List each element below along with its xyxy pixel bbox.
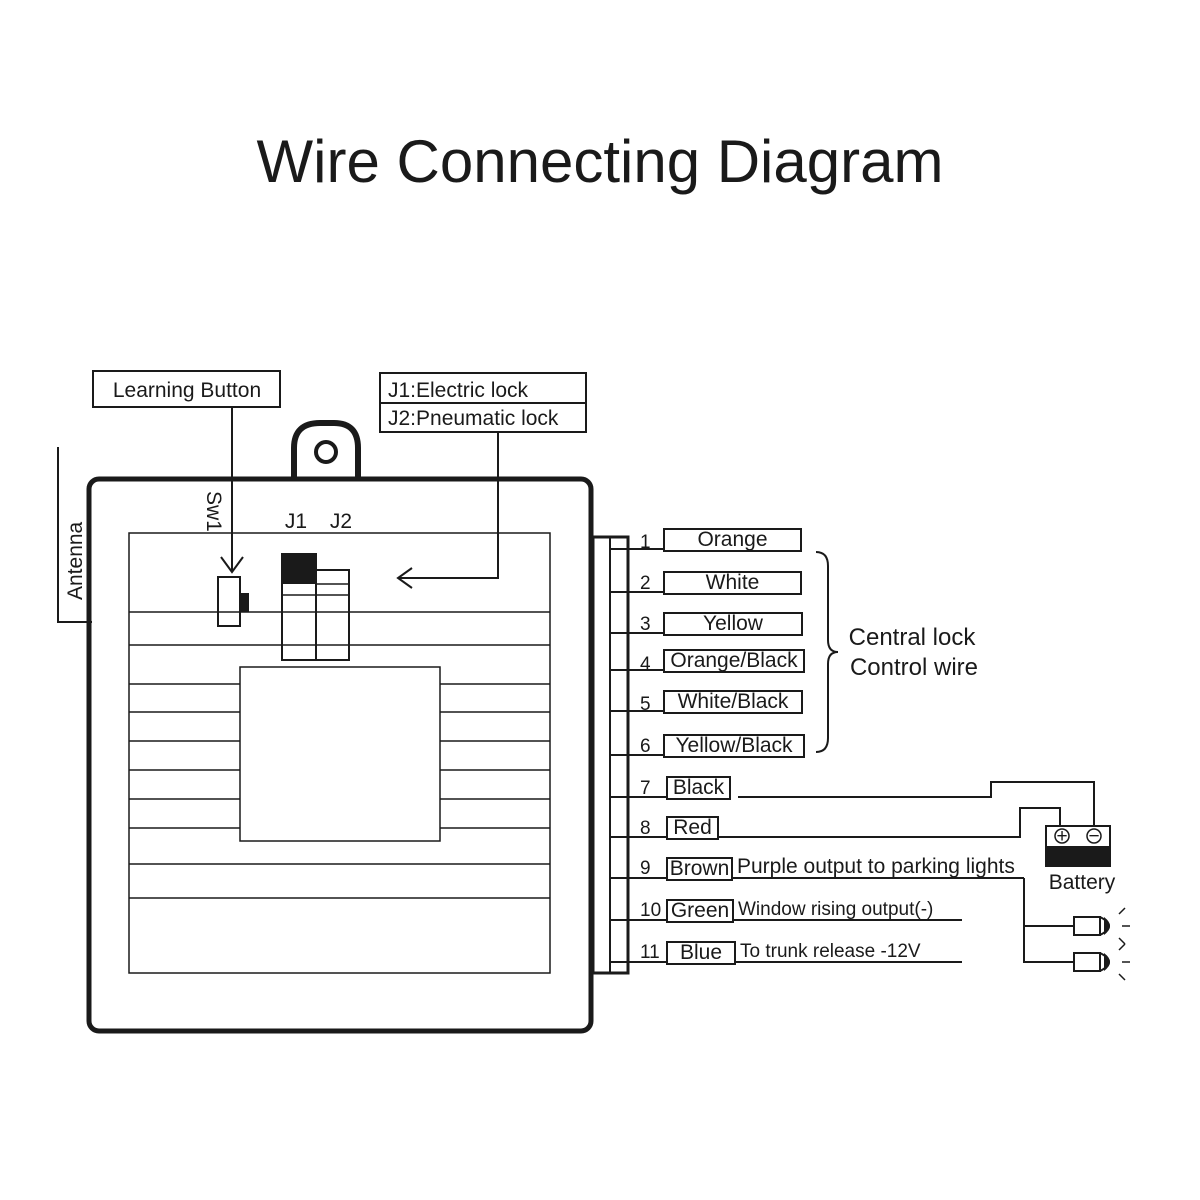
wire-color-box [663, 690, 803, 714]
wire-1: 1 Orange [610, 528, 802, 553]
wire-number: 1 [640, 532, 651, 553]
central-lock-line2: Control wire [850, 654, 978, 681]
wire-description: To trunk release -12V [740, 941, 921, 962]
wire-color-box [666, 816, 719, 840]
wire-number: 10 [640, 900, 661, 921]
wire-number: 5 [640, 694, 651, 715]
wire-color-label: Blue [680, 941, 722, 964]
wire-2: 2 White [610, 571, 802, 595]
wire-7: 7 Black [610, 776, 731, 800]
wire-color-label: Brown [670, 857, 730, 880]
j1-callout-label: J1:Electric lock [388, 379, 529, 402]
wire-number: 3 [640, 614, 651, 635]
wire-color-label: Orange/Black [670, 649, 798, 672]
wire-number: 9 [640, 858, 651, 879]
antenna-label: Antenna [64, 521, 87, 600]
antenna: Antenna [57, 447, 92, 623]
wire-color-box [663, 571, 802, 595]
wire-description: Purple output to parking lights [737, 855, 1015, 878]
parking-light-icon [1073, 943, 1130, 981]
wire-color-label: Black [673, 776, 725, 799]
wire-3: 3 Yellow [610, 612, 803, 636]
battery-plus: + [1056, 826, 1067, 847]
wire-number: 2 [640, 573, 651, 594]
wire-6: 6 Yellow/Black [610, 734, 805, 758]
wire-color-box [663, 528, 802, 552]
wire-10: 10 Green Window rising output(-) [610, 899, 962, 923]
battery-label: Battery [1049, 871, 1116, 894]
sw1-switch: Sw1 [202, 491, 249, 627]
j2-label: J2 [330, 510, 352, 533]
wire-number: 11 [640, 942, 660, 963]
wire-number: 4 [640, 654, 651, 675]
wire-number: 8 [640, 818, 651, 839]
wire-color-label: Green [671, 899, 729, 922]
wire-color-label: Red [673, 816, 712, 839]
diagram-title: Wire Connecting Diagram [257, 128, 944, 195]
battery-wiring [718, 781, 1095, 838]
wire-color-box [666, 857, 733, 881]
wire-number: 6 [640, 736, 651, 757]
central-lock-group: Central lock Control wire [815, 551, 978, 753]
wire-5: 5 White/Black [610, 690, 803, 715]
learning-button-callout: Learning Button [92, 370, 281, 574]
wire-color-label: Yellow/Black [675, 734, 793, 757]
wire-color-label: Orange [697, 528, 767, 551]
wire-8: 8 Red [610, 816, 719, 840]
parking-light-icon [1073, 907, 1130, 945]
mounting-tab [291, 420, 361, 478]
jumper-block: J1 J2 [281, 510, 352, 661]
wire-color-box [666, 899, 734, 923]
wire-color-label: Yellow [703, 612, 764, 635]
wire-list: 1 Orange 2 White 3 Yellow 4 Orange/Black 5 White/… [610, 528, 1024, 965]
wire-4: 4 Orange/Black [610, 649, 805, 675]
j2-callout-label: J2:Pneumatic lock [388, 407, 559, 430]
wire-color-box [666, 941, 736, 965]
j1-label: J1 [285, 510, 307, 533]
control-unit [86, 476, 594, 1034]
wire-description: Window rising output(-) [738, 899, 933, 920]
learning-button-label: Learning Button [113, 379, 261, 402]
wire-color-box [663, 734, 805, 758]
wire-color-box [663, 649, 805, 673]
wire-11: 11 Blue To trunk release -12V [610, 941, 962, 965]
battery-minus: − [1088, 826, 1099, 847]
wire-9: 9 Brown Purple output to parking lights [610, 855, 1024, 881]
wire-color-box [666, 776, 731, 800]
wire-color-box [663, 612, 803, 636]
battery: + − Battery [1045, 825, 1116, 894]
parking-lights-wiring [1023, 878, 1074, 963]
sw1-label: Sw1 [202, 491, 225, 532]
wire-color-label: White [706, 571, 760, 594]
wire-color-label: White/Black [678, 690, 789, 713]
central-lock-line1: Central lock [849, 624, 977, 651]
jumper-callout: J1:Electric lock J2:Pneumatic lock [379, 372, 587, 589]
wire-number: 7 [640, 778, 651, 799]
